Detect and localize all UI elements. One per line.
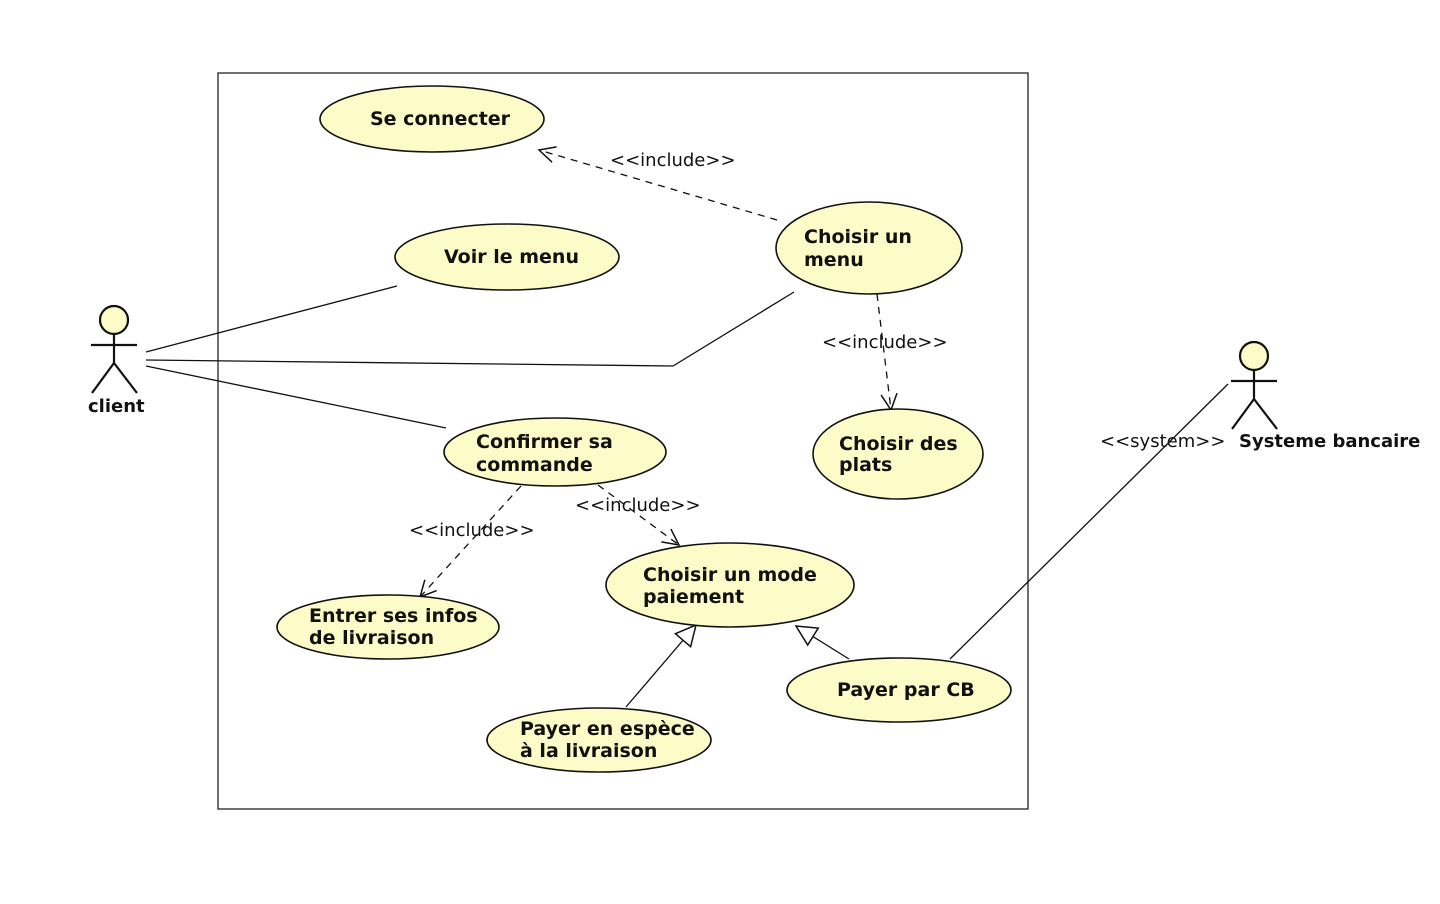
include-confirmer-infos [418,485,522,599]
actor-systeme-bancaire[interactable]: <<system>> Systeme bancaire [1100,340,1420,452]
usecase-choisir-plats-line2: plats [839,454,892,476]
usecase-confirmer-commande[interactable]: Confirmer sa commande [443,417,667,487]
usecase-choisir-menu[interactable]: Choisir un menu [775,201,963,295]
actor-bank-stereotype: <<system>> [1100,431,1225,452]
stick-figure-icon [1231,340,1278,430]
assoc-client-choisir-menu [145,291,795,367]
usecase-mode-paiement-line1: Choisir un mode [643,564,817,586]
usecase-voir-menu[interactable]: Voir le menu [394,223,620,291]
generalization-cb-paiement [794,625,850,660]
assoc-bank-payer-cb [949,383,1229,660]
usecase-voir-menu-label: Voir le menu [444,246,579,268]
include-confirmer-paiement [597,484,681,546]
usecase-choisir-plats-line1: Choisir des [839,433,958,455]
usecase-choisir-menu-line1: Choisir un [804,226,912,248]
usecase-entrer-infos-livraison[interactable]: Entrer ses infos de livraison [276,594,500,660]
usecase-confirmer-line1: Confirmer sa [476,431,613,453]
generalization-espece-paiement [625,623,698,708]
include-choisir-menu-se-connecter [537,146,778,221]
actor-bank-label: Systeme bancaire [1239,431,1420,452]
assoc-client-voir-menu [145,285,398,353]
usecase-payer-espece[interactable]: Payer en espèce à la livraison [486,707,712,773]
usecase-payer-espece-line1: Payer en espèce [520,718,695,740]
usecase-payer-cb-label: Payer par CB [837,679,975,701]
usecase-choisir-plats[interactable]: Choisir des plats [812,408,984,500]
usecase-payer-cb[interactable]: Payer par CB [786,657,1012,723]
assoc-client-confirmer [145,365,447,429]
stick-figure-icon [91,304,138,394]
usecase-choisir-menu-line2: menu [804,249,864,271]
usecase-se-connecter[interactable]: Se connecter [319,85,545,153]
include-choisir-menu-plats [876,293,898,412]
usecase-infos-line1: Entrer ses infos [309,605,478,627]
include-label-plats: <<include>> [822,332,948,353]
include-label-se-connecter: <<include>> [610,150,736,171]
actor-client-label: client [88,396,145,417]
actor-client[interactable]: client [88,304,145,417]
usecase-payer-espece-line2: à la livraison [520,740,657,762]
usecase-choisir-mode-paiement[interactable]: Choisir un mode paiement [605,542,855,628]
usecase-confirmer-line2: commande [476,454,593,476]
include-label-infos: <<include>> [409,520,535,541]
usecase-infos-line2: de livraison [309,627,434,649]
usecase-se-connecter-label: Se connecter [370,108,511,130]
usecase-mode-paiement-line2: paiement [643,586,744,608]
system-boundary [217,72,1029,810]
include-label-paiement: <<include>> [575,495,701,516]
